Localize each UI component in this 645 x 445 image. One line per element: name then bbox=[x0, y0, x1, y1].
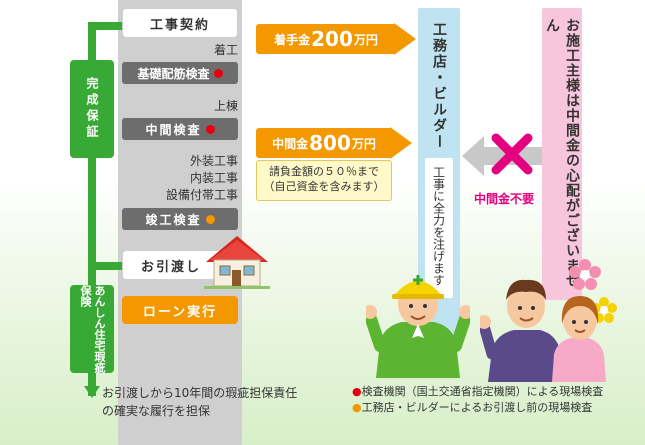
handover-box: お引渡し bbox=[122, 250, 226, 280]
builder-title: 工務店・ビルダー bbox=[431, 22, 447, 150]
mid-note-line2: （自己資金を含みます） bbox=[263, 180, 385, 193]
foundation-inspection-label: 基礎配筋検査 bbox=[137, 66, 210, 81]
mid-inspection-box: 中間検査 bbox=[122, 118, 238, 140]
finish-stage-label-3: 設備付帯工事 bbox=[165, 188, 238, 202]
mid-note-line1: 請負金額の５０％まで bbox=[269, 165, 379, 178]
flow-line-top bbox=[88, 22, 122, 30]
no-mid-payment-label: 中間金不要 bbox=[473, 192, 534, 206]
orange-dot-icon bbox=[205, 214, 215, 224]
flower-pink-icon bbox=[569, 259, 601, 290]
owner-couple-illustration bbox=[480, 279, 606, 382]
back-arrow-icon bbox=[462, 136, 542, 176]
mid-label: 中間金 bbox=[272, 136, 309, 151]
legend-red: ●検査機関（国土交通省指定機関）による現場検査 bbox=[352, 384, 642, 399]
loan-box: ローン実行 bbox=[122, 296, 238, 324]
mid-payment-note: 請負金額の５０％まで （自己資金を含みます） bbox=[256, 160, 392, 201]
defect-insurance-tag: あんしん住宅瑕疵保険 bbox=[70, 285, 114, 373]
completion-guarantee-text: 完成保証 bbox=[85, 77, 99, 141]
house-icon bbox=[204, 236, 270, 289]
builder-worker-illustration bbox=[366, 275, 470, 378]
loan-label: ローン実行 bbox=[142, 304, 218, 320]
owner-bar: お施工主様は中間金の心配がございません bbox=[542, 8, 582, 300]
deposit-label: 着手金 bbox=[274, 32, 311, 47]
deposit-amount: 200 bbox=[311, 27, 353, 51]
mid-amount: 800 bbox=[309, 131, 351, 155]
owner-bar-text: お施工主様は中間金の心配がございません bbox=[544, 18, 580, 288]
orange-dot-icon: ● bbox=[352, 401, 362, 414]
handover-label: お引渡し bbox=[141, 259, 202, 275]
contract-label: 工事契約 bbox=[149, 17, 210, 33]
guarantee-footer: お引渡しから10年間の瑕疵担保責任 の確実な履行を担保 bbox=[102, 384, 362, 420]
completion-guarantee-tag: 完成保証 bbox=[70, 60, 114, 158]
completion-inspection-box: 竣工検査 bbox=[122, 208, 238, 230]
foundation-stage-label: 着工 bbox=[213, 43, 238, 57]
finish-stage-label-2: 内装工事 bbox=[189, 171, 238, 185]
builder-sub-text: 工事に全力を注げます bbox=[431, 166, 446, 286]
legend-orange-text: 工務店・ビルダーによるお引渡し前の現場検査 bbox=[361, 401, 593, 414]
mid-arrow-head-icon bbox=[390, 127, 412, 159]
flow-line-handover bbox=[88, 262, 122, 270]
deposit-unit: 万円 bbox=[353, 32, 378, 47]
mid-unit: 万円 bbox=[351, 136, 376, 151]
guarantee-footer-line1: お引渡しから10年間の瑕疵担保責任 bbox=[102, 386, 298, 400]
defect-insurance-text: あんしん住宅瑕疵保険 bbox=[79, 285, 106, 373]
foundation-inspection-box: 基礎配筋検査 bbox=[122, 62, 238, 84]
contract-box: 工事契約 bbox=[122, 8, 238, 38]
guarantee-footer-line2: の確実な履行を担保 bbox=[102, 404, 211, 418]
frame-stage-label: 上棟 bbox=[213, 99, 238, 113]
cross-icon bbox=[491, 133, 533, 175]
finish-stage-label-1: 外装工事 bbox=[189, 154, 238, 168]
red-dot-icon bbox=[205, 124, 215, 134]
flow-arrow-down-icon bbox=[84, 386, 100, 398]
completion-inspection-label: 竣工検査 bbox=[145, 212, 202, 227]
flow-line-vertical bbox=[88, 22, 96, 396]
red-dot-icon bbox=[213, 68, 223, 78]
deposit-arrow-head-icon bbox=[394, 23, 416, 55]
red-dot-icon: ● bbox=[352, 385, 362, 398]
deposit-payment-arrow: 着手金 200 万円 bbox=[256, 24, 396, 54]
builder-sub-box: 工事に全力を注げます bbox=[425, 158, 453, 298]
mid-inspection-label: 中間検査 bbox=[145, 122, 202, 137]
mid-payment-arrow: 中間金 800 万円 bbox=[256, 128, 392, 158]
legend-red-text: 検査機関（国土交通省指定機関）による現場検査 bbox=[361, 385, 604, 398]
legend-orange: ●工務店・ビルダーによるお引渡し前の現場検査 bbox=[352, 400, 642, 415]
